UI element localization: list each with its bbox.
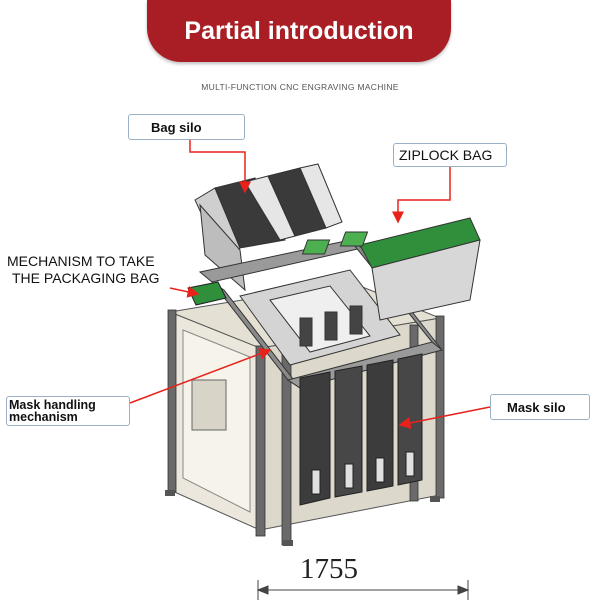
page-subtitle: MULTI-FUNCTION CNC ENGRAVING MACHINE <box>201 82 399 92</box>
arrow-ziplock-bag <box>392 166 451 224</box>
arrow-mask-silo <box>398 406 491 429</box>
callout-bag-silo: Bag silo <box>128 114 245 140</box>
ziplock-conveyor <box>301 217 481 321</box>
dimension-line <box>256 580 470 600</box>
leader-lines <box>129 140 491 429</box>
callout-mask-handling-line2: mechanism <box>9 410 78 424</box>
mask-silo-columns <box>299 353 423 506</box>
callout-bag-silo-text: Bag silo <box>151 119 202 135</box>
callout-mask-silo-text: Mask silo <box>507 399 566 415</box>
arrow-bag-silo <box>189 140 251 194</box>
dimension-value: 1755 <box>300 553 358 585</box>
bag-silo-bins <box>194 163 343 292</box>
arrow-mask-handling <box>129 348 272 404</box>
callout-mask-handling-line1: Mask handling <box>9 398 96 412</box>
machine-feet <box>165 490 440 546</box>
center-mechanism <box>239 269 401 366</box>
arrow-take-bag <box>169 285 200 298</box>
label-take-packaging-bag-line2: THE PACKAGING BAG <box>12 270 160 286</box>
callout-mask-handling: Mask handling mechanism <box>6 396 130 426</box>
callout-mask-silo: Mask silo <box>490 394 590 420</box>
page-title: Partial introduction <box>147 0 451 62</box>
label-take-packaging-bag-line1: MECHANISM TO TAKE <box>7 253 155 269</box>
callout-ziplock-bag-text: ZIPLOCK BAG <box>399 147 493 163</box>
callout-ziplock-bag: ZIPLOCK BAG <box>393 143 507 167</box>
label-take-packaging-bag: MECHANISM TO TAKE THE PACKAGING BAG <box>7 253 182 287</box>
